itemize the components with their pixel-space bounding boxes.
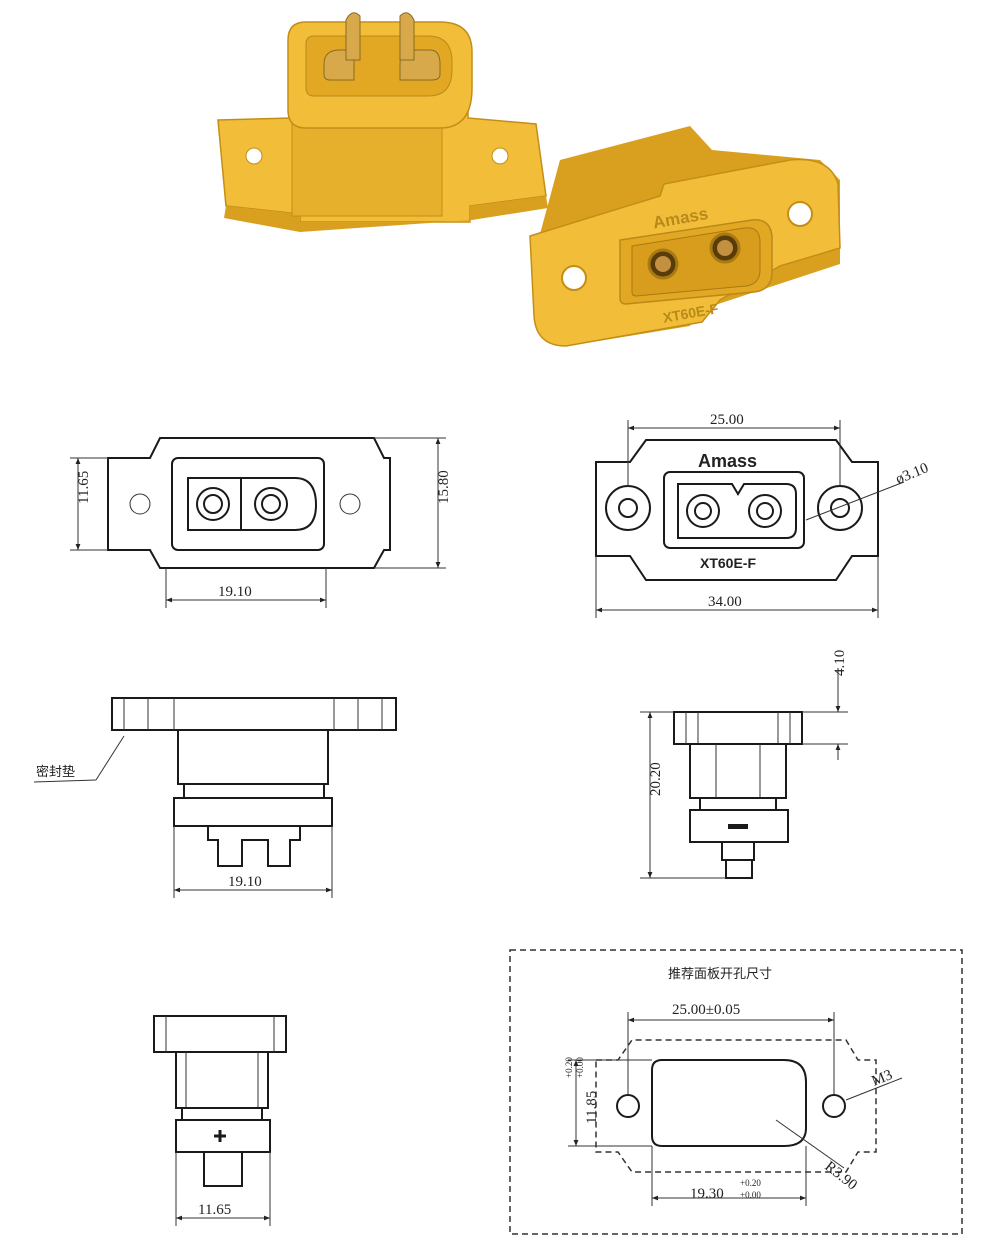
bottom-dim-width: 11.65 xyxy=(198,1202,231,1218)
product-photo-face: Amass XT60E-F xyxy=(529,126,841,347)
panel-dim-width-tol-lower: +0.00 xyxy=(740,1190,761,1200)
panel-cutout-title: 推荐面板开孔尺寸 xyxy=(668,967,772,982)
end-view: 4.10 20.20 xyxy=(640,650,848,879)
side-seal-label: 密封垫 xyxy=(36,764,75,780)
bottom-view: 11.65 xyxy=(153,1015,287,1226)
rear-brand-label: Amass xyxy=(698,451,757,471)
rear-dim-hole-dia: ø3.10 xyxy=(894,460,931,487)
panel-dim-radius: R3.90 xyxy=(822,1159,860,1194)
panel-dim-width: 19.30 xyxy=(690,1186,724,1202)
product-photo-front xyxy=(217,12,548,232)
rear-dim-width-total: 34.00 xyxy=(708,594,742,610)
rear-view: Amass XT60E-F 25.00 ø3.10 34.00 xyxy=(595,412,931,618)
side-view: 密封垫 19.10 xyxy=(33,697,397,898)
panel-dim-height-tol-upper: +0.20 xyxy=(564,1057,574,1078)
front-view: 11.65 15.80 19.10 xyxy=(70,437,452,608)
front-dim-height-total: 15.80 xyxy=(436,470,452,504)
panel-dim-hole-spacing: 25.00±0.05 xyxy=(672,1002,740,1018)
front-dim-height-inner: 11.65 xyxy=(76,471,92,504)
panel-cutout: 推荐面板开孔尺寸 25.00±0.05 11.85 +0.20 +0.00 19… xyxy=(509,949,963,1235)
panel-dim-height: 11.85 xyxy=(584,1091,600,1124)
front-dim-width-inner: 19.10 xyxy=(218,584,252,600)
rear-dim-hole-spacing: 25.00 xyxy=(710,412,744,428)
side-dim-width: 19.10 xyxy=(228,874,262,890)
rear-model-label: XT60E-F xyxy=(700,555,756,571)
panel-dim-width-tol-upper: +0.20 xyxy=(740,1178,761,1188)
end-dim-height: 20.20 xyxy=(648,762,664,796)
panel-dim-screw: M3 xyxy=(870,1067,895,1090)
end-dim-flange: 4.10 xyxy=(832,650,848,676)
panel-dim-height-tol-lower: +0.00 xyxy=(575,1057,585,1078)
